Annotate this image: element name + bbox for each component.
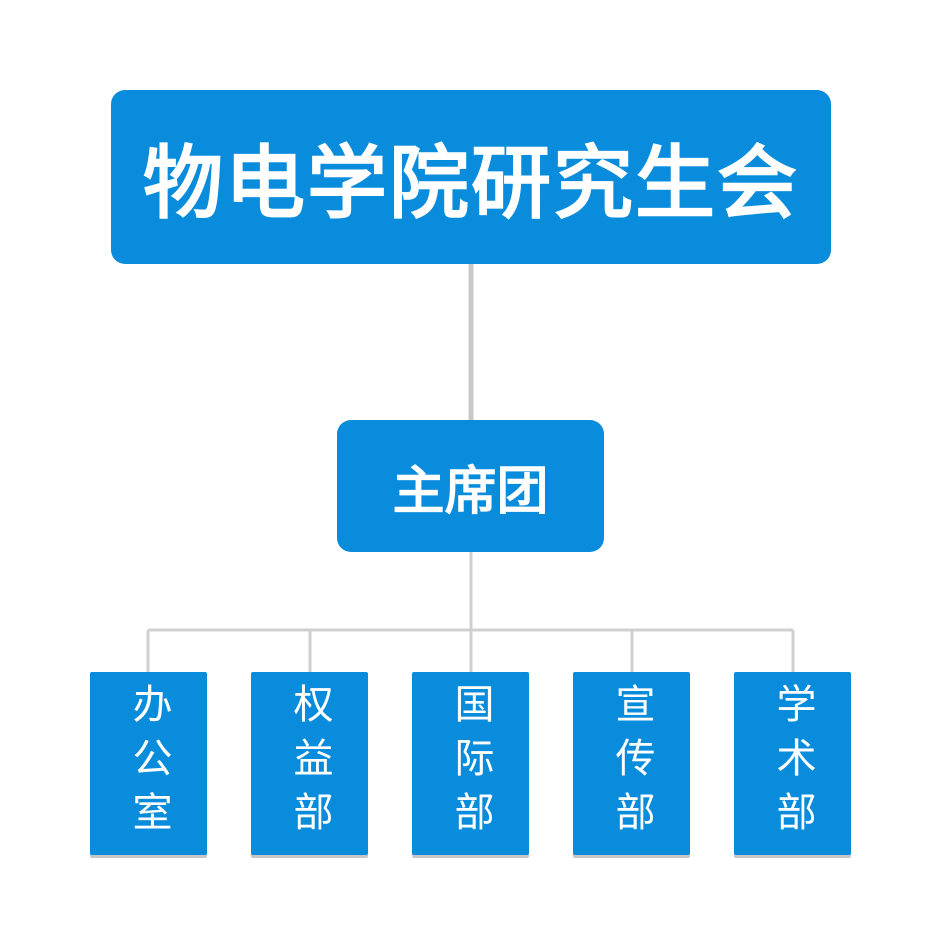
department-label: 国际部 [447,682,494,845]
department-node-academic: 学术部 [734,672,851,855]
department-node-office: 办公室 [90,672,207,855]
root-node-label: 物电学院研究生会 [143,137,799,230]
presidium-node-label: 主席团 [392,461,549,522]
department-node-international: 国际部 [412,672,529,855]
department-label: 宣传部 [608,682,655,845]
department-label: 办公室 [125,682,172,845]
presidium-node: 主席团 [337,420,604,552]
department-node-rights: 权益部 [251,672,368,855]
department-label: 权益部 [286,682,333,845]
department-label: 学术部 [769,682,816,845]
department-node-publicity: 宣传部 [573,672,690,855]
root-node: 物电学院研究生会 [111,90,831,264]
